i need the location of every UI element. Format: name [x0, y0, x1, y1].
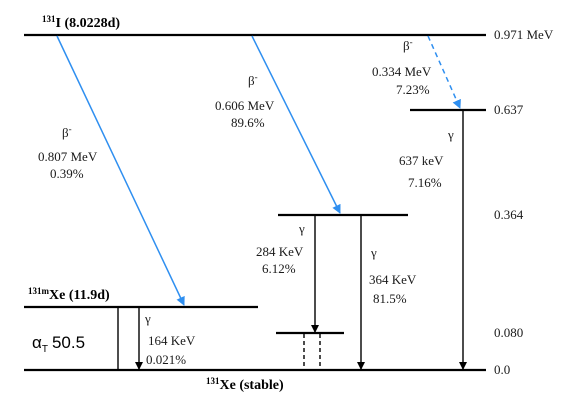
beta-symbol-0606: β-	[248, 72, 258, 88]
beta-symbol-0334: β-	[403, 37, 413, 53]
level-label-0364: 0.364	[494, 207, 524, 222]
beta-symbol-0807: β-	[62, 124, 72, 140]
gamma-intensity-637: 7.16%	[408, 175, 442, 190]
gamma-symbol-364: γ	[370, 245, 377, 260]
gamma-symbol-284: γ	[298, 221, 305, 236]
beta-intensity-0334: 7.23%	[396, 82, 430, 97]
beta-energy-0334: 0.334 MeV	[372, 64, 432, 79]
gamma-intensity-164: 0.021%	[146, 352, 186, 367]
beta-arrow-0334	[427, 35, 461, 109]
beta-intensity-0807: 0.39%	[50, 166, 84, 181]
gamma-symbol-164: γ	[144, 311, 151, 326]
gamma-energy-364: 364 KeV	[369, 272, 417, 287]
ground-isotope-label: 131Xe (stable)	[206, 376, 284, 393]
gamma-energy-284: 284 KeV	[256, 244, 304, 259]
parent-isotope-label: 131I (8.0228d)	[42, 14, 120, 31]
level-label-0637: 0.637	[494, 102, 524, 117]
beta-arrow-0807	[56, 35, 185, 306]
level-label-0971: 0.971 MeV	[494, 27, 554, 42]
gamma-energy-637: 637 keV	[399, 153, 444, 168]
beta-intensity-0606: 89.6%	[231, 115, 265, 130]
beta-arrow-0606	[251, 35, 341, 214]
gamma-intensity-364: 81.5%	[373, 291, 407, 306]
gamma-symbol-637: γ	[447, 127, 454, 142]
beta-energy-0606: 0.606 MeV	[215, 98, 275, 113]
gamma-intensity-284: 6.12%	[262, 261, 296, 276]
level-label-0080: 0.080	[494, 325, 523, 340]
beta-energy-0807: 0.807 MeV	[38, 149, 98, 164]
level-label-0: 0.0	[494, 362, 510, 377]
gamma-energy-164: 164 KeV	[148, 333, 196, 348]
metastable-isotope-label: 131mXe (11.9d)	[28, 286, 110, 303]
